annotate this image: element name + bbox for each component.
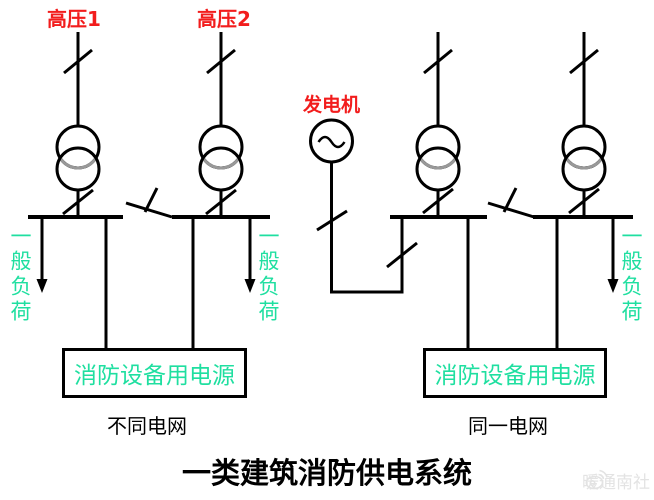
transformer2-lv-slash-icon <box>205 188 237 216</box>
general-load-branch-left <box>36 217 48 293</box>
transformer2-overlap-arc <box>201 157 241 170</box>
fire-equipment-supply-label: 消防设备用电源 <box>434 363 596 389</box>
transformer3-lv-slash-icon <box>422 187 454 215</box>
transformer3-overlap-arc <box>418 157 458 170</box>
generator-riser-slash-icon <box>386 241 418 269</box>
general-load-label-left: 一般负荷 <box>8 225 32 325</box>
fire-equipment-supply-box-right: 消防设备用电源 <box>423 348 607 398</box>
diagram-title: 一类建筑消防供电系统 <box>181 456 472 490</box>
transformer4-icon <box>561 124 607 192</box>
tie-switch-blade <box>487 201 535 219</box>
source3-disconnect-slash-icon <box>423 48 453 75</box>
generator-feeder-path <box>330 162 404 294</box>
general-load-branch-right <box>244 217 256 293</box>
bus-tie-switch-icon <box>125 187 173 219</box>
general-load-label-mid: 一般负荷 <box>256 225 280 325</box>
fire-equipment-supply-box-left: 消防设备用电源 <box>62 348 247 398</box>
right-diagram-circuit <box>309 32 633 350</box>
load-arrowhead-icon <box>36 279 48 293</box>
tie-switch-tick <box>502 187 518 213</box>
source2-disconnect-slash-icon <box>206 48 236 75</box>
weibo-icon <box>585 469 608 490</box>
tie-switch-blade <box>125 201 173 219</box>
generator-icon <box>309 118 354 164</box>
source1-disconnect-slash-icon <box>63 48 93 75</box>
generator-tilde-icon <box>317 135 346 149</box>
transformer4-lv-slash-icon <box>568 187 600 215</box>
transformer4-overlap-arc <box>564 157 604 170</box>
fire-equipment-supply-label: 消防设备用电源 <box>74 363 235 389</box>
generator-switch-slash-icon <box>316 209 348 232</box>
left-diagram-circuit <box>28 32 270 350</box>
transformer2-icon <box>198 124 244 192</box>
hv-source2-label: 高压2 <box>197 7 251 31</box>
transformer1-icon <box>55 124 101 192</box>
load-arrowhead-icon <box>244 279 256 293</box>
load-arrowhead-icon <box>607 279 619 293</box>
transformer3-icon <box>415 124 461 192</box>
generator-label: 发电机 <box>302 94 360 116</box>
source4-disconnect-slash-icon <box>569 48 599 75</box>
bus-tie-switch-icon <box>487 187 535 219</box>
caption-different-grid: 不同电网 <box>107 414 187 438</box>
transformer1-overlap-arc <box>58 157 98 170</box>
general-load-label-right: 一般负荷 <box>619 225 643 325</box>
hv-source1-label: 高压1 <box>47 7 101 31</box>
caption-same-grid: 同一电网 <box>468 414 548 438</box>
transformer1-lv-slash-icon <box>62 188 94 216</box>
general-load-branch <box>607 217 619 293</box>
watermark: 暖通南社 <box>582 468 650 493</box>
tie-switch-tick <box>143 187 159 213</box>
